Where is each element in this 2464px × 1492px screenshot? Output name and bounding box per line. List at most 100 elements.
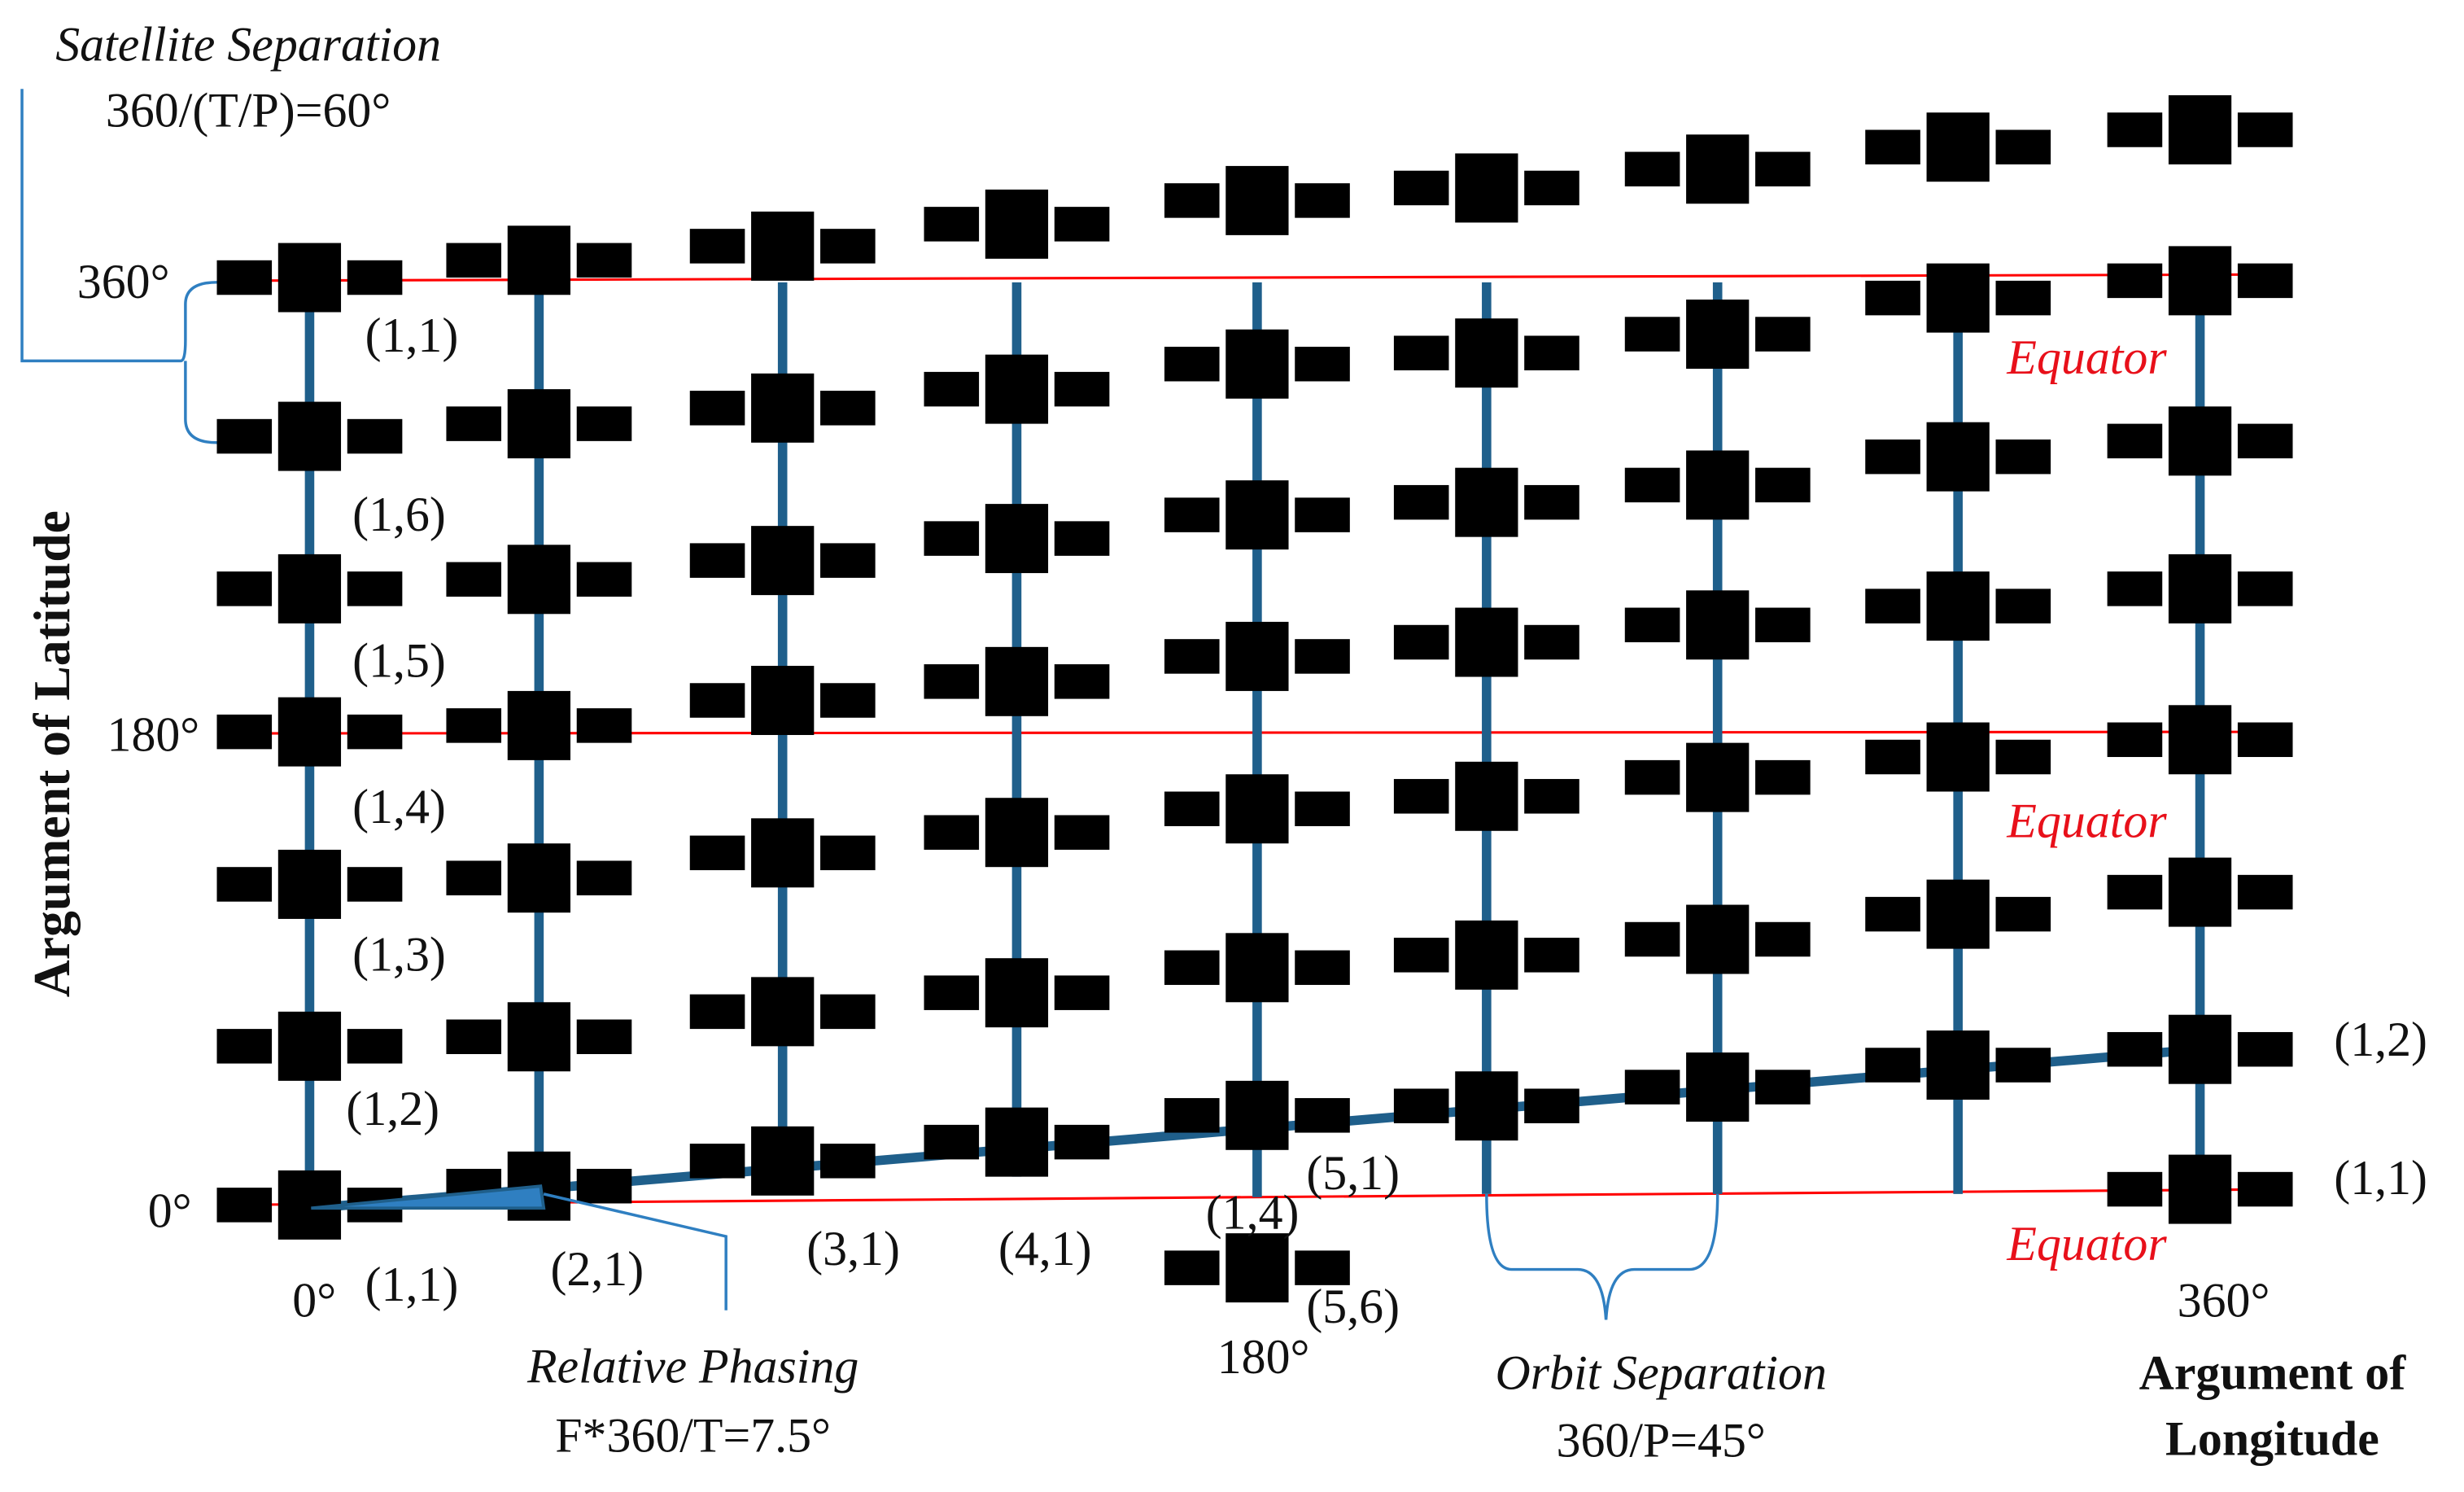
satellite-icon: [2107, 553, 2293, 623]
sat-label: (2,1): [550, 1242, 644, 1296]
satellite-icon: [1393, 920, 1579, 990]
satellite-icon: [1164, 621, 1350, 691]
satellite-index-labels: (1,1) (1,6) (1,5) (1,4) (1,3) (1,2) (1,1…: [346, 308, 2427, 1333]
satellite-icon: [1865, 422, 2051, 492]
satellite-icon: [924, 1107, 1110, 1177]
satellites: [216, 95, 2293, 1303]
satellite-icon: [1393, 153, 1579, 223]
orbit-separation-formula: 360/P=45°: [1557, 1413, 1766, 1467]
y-tick-360: 360°: [77, 255, 170, 308]
satellite-icon: [1865, 879, 2051, 949]
satellite-icon: [924, 798, 1110, 868]
satellite-icon: [446, 225, 632, 295]
satellite-icon: [1624, 134, 1811, 204]
satellite-icon: [924, 504, 1110, 574]
satellite-separation-formula: 360/(T/P)=60°: [106, 84, 391, 138]
equator-label-top: Equator: [2006, 330, 2167, 384]
sat-label: (1,2): [346, 1082, 439, 1135]
satellite-icon: [1865, 1030, 2051, 1100]
satellite-icon: [1164, 329, 1350, 399]
satellite-icon: [1393, 318, 1579, 388]
orbit-separation-bracket: [1485, 1193, 1719, 1320]
relative-phasing-wedge: [311, 1184, 546, 1210]
satellite-icon: [924, 646, 1110, 716]
satellite-separation-bracket: [20, 89, 217, 444]
x-axis-title-line1: Argument of: [2139, 1345, 2407, 1399]
satellite-icon: [689, 373, 876, 443]
sat-label: (1,1): [365, 308, 459, 362]
satellite-icon: [1624, 904, 1811, 974]
orbit-separation-title: Orbit Separation: [1496, 1345, 1827, 1399]
x-tick-180: 180°: [1217, 1330, 1310, 1384]
y-tick-0: 0°: [148, 1184, 192, 1237]
satellite-icon: [1393, 607, 1579, 677]
satellite-icon: [689, 818, 876, 888]
sat-label: (1,4): [1206, 1185, 1300, 1239]
sat-label: (5,6): [1306, 1280, 1400, 1333]
satellite-icon: [2107, 1154, 2293, 1224]
equator-label-bottom: Equator: [2006, 1217, 2167, 1271]
satellite-icon: [1164, 1233, 1350, 1303]
satellite-icon: [2107, 406, 2293, 476]
satellite-icon: [689, 526, 876, 596]
satellite-icon: [1393, 761, 1579, 831]
satellite-icon: [1865, 263, 2051, 333]
satellite-icon: [1865, 722, 2051, 792]
axes: Argument of Latitude 360° 180° 0° 0° 180…: [23, 255, 2406, 1465]
satellite-icon: [446, 843, 632, 913]
satellite-icon: [1393, 467, 1579, 537]
satellite-icon: [446, 545, 632, 615]
satellite-icon: [924, 354, 1110, 424]
sat-label: (4,1): [998, 1222, 1092, 1275]
satellite-icon: [2107, 857, 2293, 927]
sat-label: (1,1): [2334, 1151, 2427, 1205]
satellite-icon: [924, 958, 1110, 1028]
sat-label: (1,5): [352, 634, 446, 688]
satellite-icon: [1164, 480, 1350, 550]
sat-label: (1,6): [352, 488, 446, 541]
satellite-icon: [216, 401, 403, 471]
satellite-icon: [2107, 95, 2293, 164]
sat-label: (1,1): [365, 1258, 459, 1311]
satellite-icon: [1164, 1080, 1350, 1150]
satellite-icon: [689, 1126, 876, 1196]
satellite-icon: [216, 1011, 403, 1081]
y-tick-180: 180°: [107, 707, 200, 761]
sat-label: (1,3): [352, 928, 446, 982]
satellite-icon: [1624, 450, 1811, 520]
satellite-icon: [1624, 742, 1811, 812]
satellite-icon: [1624, 590, 1811, 660]
satellite-icon: [216, 243, 403, 313]
y-axis-title: Argument of Latitude: [23, 510, 81, 997]
x-axis-title-line2: Longitude: [2165, 1411, 2379, 1465]
satellite-icon: [2107, 705, 2293, 775]
satellite-icon: [216, 849, 403, 919]
satellite-icon: [216, 697, 403, 767]
satellite-icon: [1624, 1052, 1811, 1122]
x-tick-360: 360°: [2178, 1273, 2270, 1327]
relative-phasing-leader: [543, 1192, 727, 1310]
relative-phasing-title: Relative Phasing: [526, 1340, 858, 1394]
satellite-icon: [446, 690, 632, 760]
satellite-icon: [2107, 246, 2293, 316]
satellite-icon: [1624, 300, 1811, 370]
satellite-icon: [689, 666, 876, 735]
satellite-icon: [2107, 1014, 2293, 1084]
sat-label: (1,2): [2334, 1013, 2427, 1066]
satellite-icon: [1164, 933, 1350, 1003]
satellite-icon: [446, 389, 632, 459]
satellite-icon: [1164, 774, 1350, 844]
sat-label: (5,1): [1306, 1146, 1400, 1200]
satellite-icon: [446, 1002, 632, 1072]
satellite-icon: [689, 211, 876, 281]
satellite-icon: [1393, 1071, 1579, 1141]
satellite-icon: [689, 977, 876, 1047]
sat-label: (1,4): [352, 780, 446, 834]
equator-label-middle: Equator: [2006, 794, 2167, 848]
sat-label: (3,1): [806, 1222, 900, 1275]
satellite-icon: [1164, 165, 1350, 235]
relative-phasing-formula: F*360/T=7.5°: [555, 1409, 831, 1463]
satellite-separation-title: Satellite Separation: [55, 18, 441, 72]
satellite-icon: [1865, 112, 2051, 182]
